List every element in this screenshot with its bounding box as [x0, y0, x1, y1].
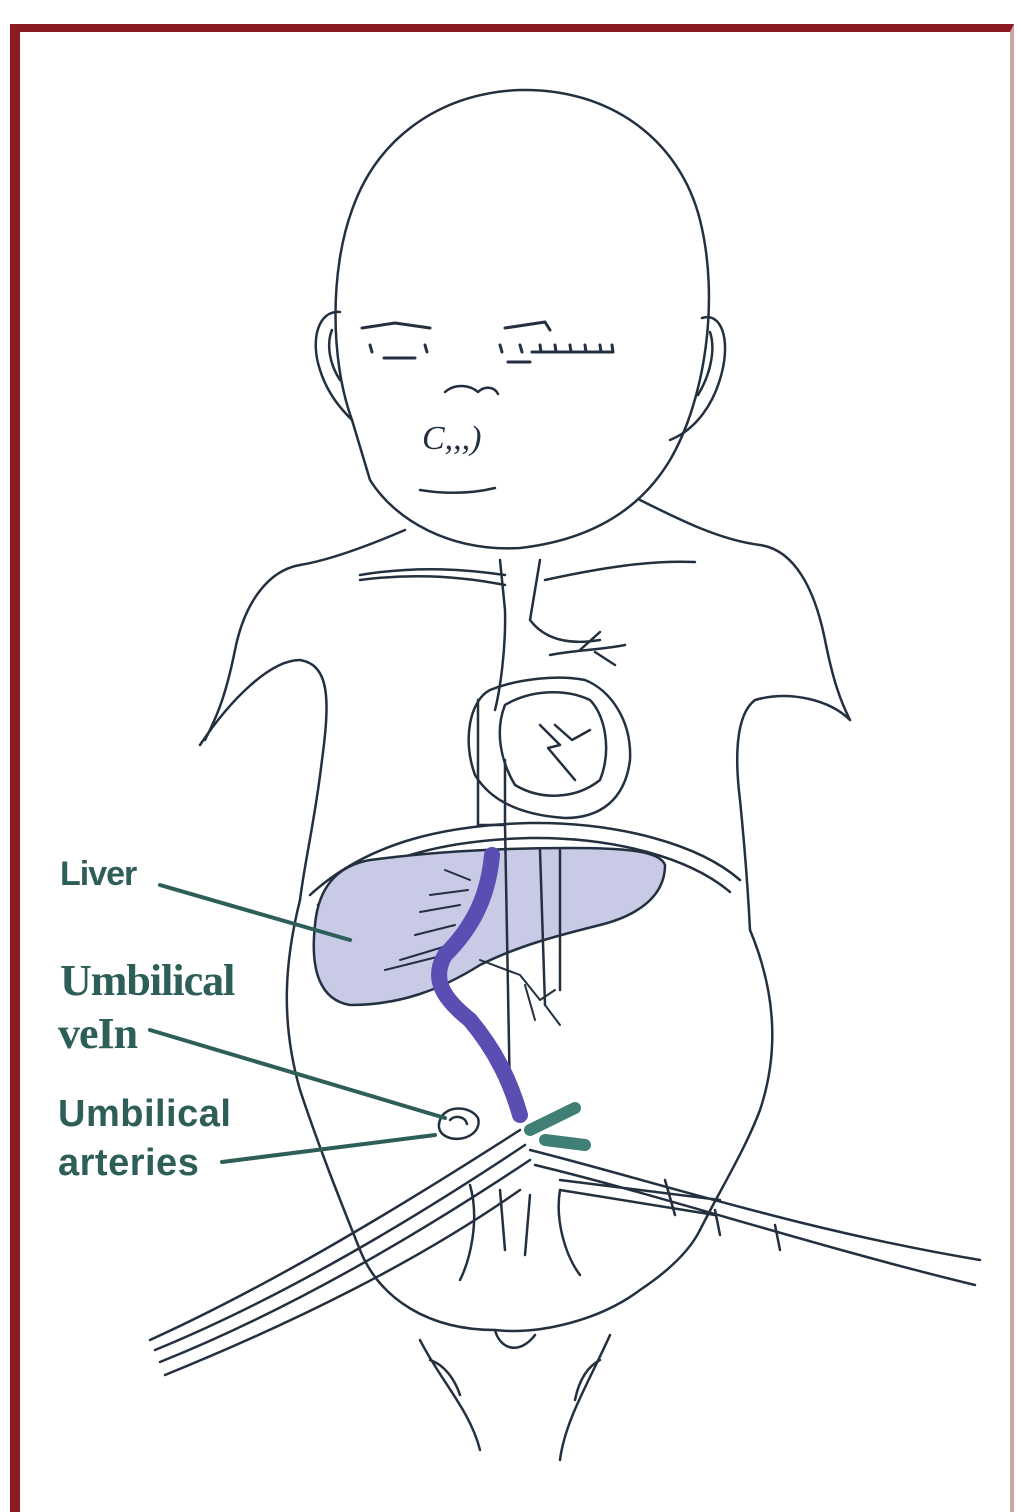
left-forceps: [150, 1130, 530, 1375]
left-arm: [200, 660, 327, 900]
umbilical-arteries-leader: [222, 1135, 435, 1162]
label-liver: Liver: [60, 855, 136, 894]
lower-abdomen: [360, 1230, 700, 1331]
right-arm: [737, 696, 850, 930]
umbilical-artery-a: [530, 1108, 575, 1130]
label-umbilical-vein-line1: Umbilical: [60, 955, 234, 1006]
left-shoulder: [205, 530, 405, 740]
head-outline: [336, 90, 709, 548]
umbilical-artery-b: [545, 1140, 585, 1145]
genital-area: [495, 1330, 535, 1348]
label-umbilical-vein-line2: veIn: [58, 1008, 137, 1059]
left-eye: [362, 323, 430, 358]
umbilical-stump-inner: [450, 1117, 467, 1124]
right-torso: [700, 930, 772, 1230]
left-leg: [420, 1340, 480, 1450]
right-shoulder: [640, 500, 850, 720]
label-umbilical-arteries-line2: arteries: [58, 1142, 199, 1185]
right-ear: [670, 317, 725, 440]
heart-chamber: [500, 692, 606, 795]
right-forceps: [530, 1150, 980, 1285]
aorta: [495, 560, 600, 710]
right-eye: [500, 322, 613, 362]
pulmonary-branches: [550, 632, 625, 665]
nose: [445, 386, 498, 394]
clavicle-right: [545, 562, 695, 580]
clavicle-left: [360, 569, 505, 575]
umbilical-stump: [439, 1108, 479, 1138]
portal-branches: [480, 960, 560, 1025]
clavicle-left-b: [360, 576, 505, 585]
mouth: [420, 488, 495, 493]
heart-valve: [540, 725, 590, 780]
label-umbilical-arteries-line1: Umbilical: [58, 1093, 231, 1136]
pelvis-lines: [460, 1185, 580, 1280]
right-leg: [560, 1335, 610, 1460]
mouth-mark: C,,,): [422, 420, 482, 458]
